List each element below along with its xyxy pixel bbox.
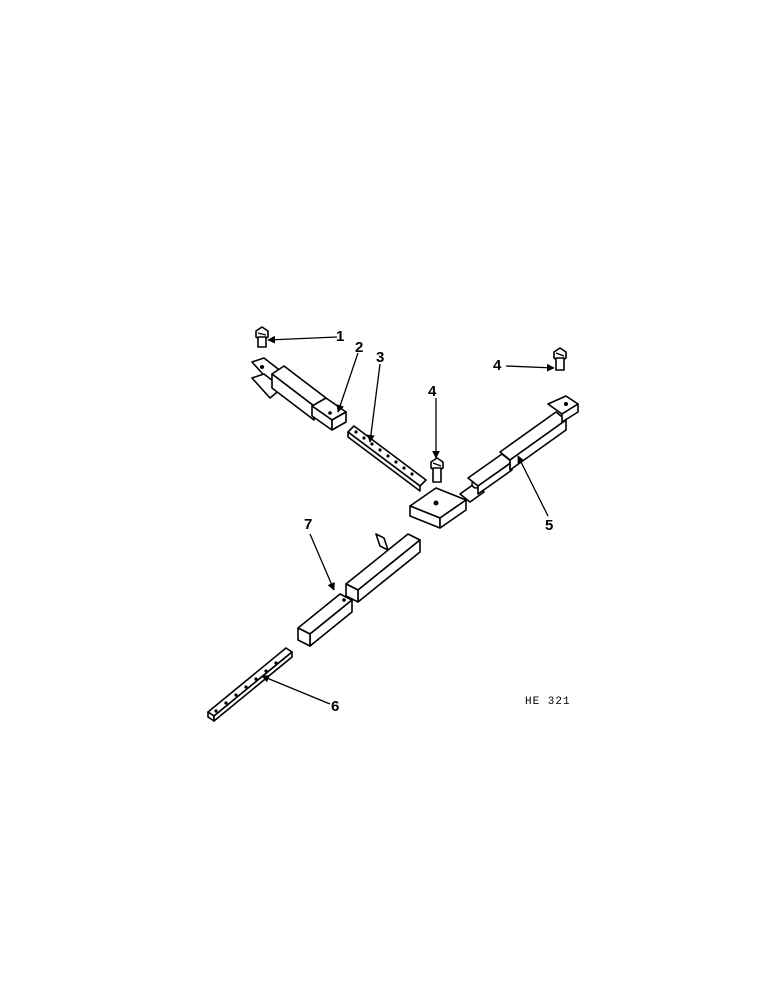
leader-3: [367, 363, 381, 443]
bolt-part-4-right: [553, 347, 567, 371]
callout-3: 3: [376, 349, 384, 366]
left-tube-part-2: [251, 357, 347, 431]
lower-tube-part-7: [297, 533, 421, 647]
strap-part-3: [347, 425, 427, 492]
callout-1: 1: [336, 328, 344, 345]
callout-7: 7: [304, 516, 312, 533]
leader-7: [309, 533, 335, 591]
callout-6: 6: [331, 698, 339, 715]
leader-4b: [505, 363, 555, 372]
callout-5: 5: [545, 517, 553, 534]
leader-1: [267, 335, 338, 344]
mounting-plate: [409, 487, 467, 529]
callout-2: 2: [355, 339, 363, 356]
bolt-part-4-center: [430, 457, 444, 483]
leader-6: [261, 675, 331, 705]
leader-lines: [261, 335, 555, 705]
leader-5: [517, 455, 549, 517]
callout-4-center: 4: [428, 383, 437, 400]
strap-part-6: [207, 647, 293, 722]
callout-4-right: 4: [493, 357, 502, 374]
leader-2: [336, 352, 359, 413]
bolt-part-1: [255, 326, 269, 348]
figure-id: HE 321: [525, 696, 571, 708]
right-tube-part-5: [459, 395, 579, 503]
